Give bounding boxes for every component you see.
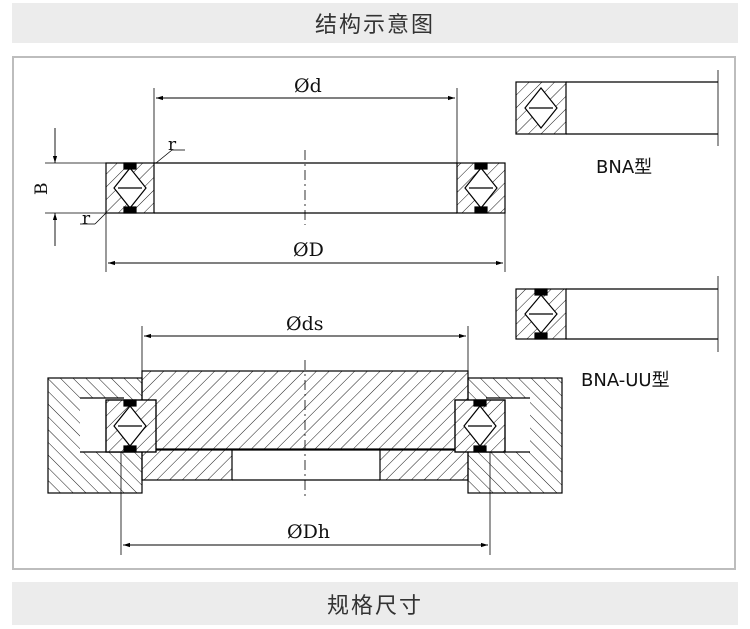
label-d: Ød <box>294 75 322 97</box>
bna-type-section <box>515 70 719 146</box>
label-bna-uu-type: BNA-UU型 <box>581 370 670 391</box>
label-Dh: ØDh <box>287 521 330 543</box>
label-r-top: r <box>168 135 177 155</box>
label-bna-type: BNA型 <box>596 157 652 178</box>
bearing-section-main <box>45 88 506 272</box>
seal-left-bottom <box>123 206 137 214</box>
label-r-bottom: r <box>82 209 91 229</box>
mounting-assembly <box>47 326 563 555</box>
label-D: ØD <box>293 239 324 261</box>
section-header-structure: 结构示意图 <box>12 3 738 43</box>
section-title: 结构示意图 <box>314 13 435 38</box>
label-B: B <box>32 183 52 196</box>
section-title: 规格尺寸 <box>326 593 423 619</box>
bna-uu-type-section <box>515 276 719 352</box>
seal-right-bottom <box>474 206 488 214</box>
seal-right-top <box>474 162 488 170</box>
section-header-specs: 规格尺寸 <box>12 582 738 625</box>
label-ds: Øds <box>286 313 324 335</box>
seal-left-top <box>123 162 137 170</box>
